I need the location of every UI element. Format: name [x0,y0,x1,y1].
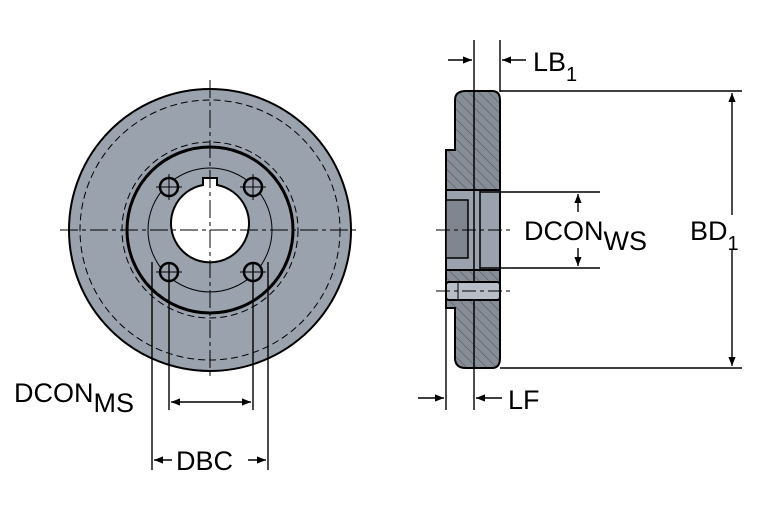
dbc-dimension [151,262,269,470]
label-bd1: BD1 [690,216,739,255]
label-lf: LF [508,385,540,415]
bd1-dimension [500,90,742,369]
upper-flange-section [445,90,501,191]
center-bore [170,177,250,264]
label-lb1: LB1 [533,47,577,86]
bore-recess [445,199,469,259]
dcon-ws-dimension [480,191,600,269]
label-dcon-ms: DCONMS [14,378,134,418]
label-dcon-ws: DCONWS [524,216,647,256]
lf-dimension [418,308,502,410]
front-view [60,80,360,380]
bolt-hole-centerlines [156,174,266,273]
side-view [436,90,510,369]
dcon-ms-dimension [168,262,254,410]
label-dbc: DBC [176,446,233,476]
lb1-dimension [448,40,526,92]
